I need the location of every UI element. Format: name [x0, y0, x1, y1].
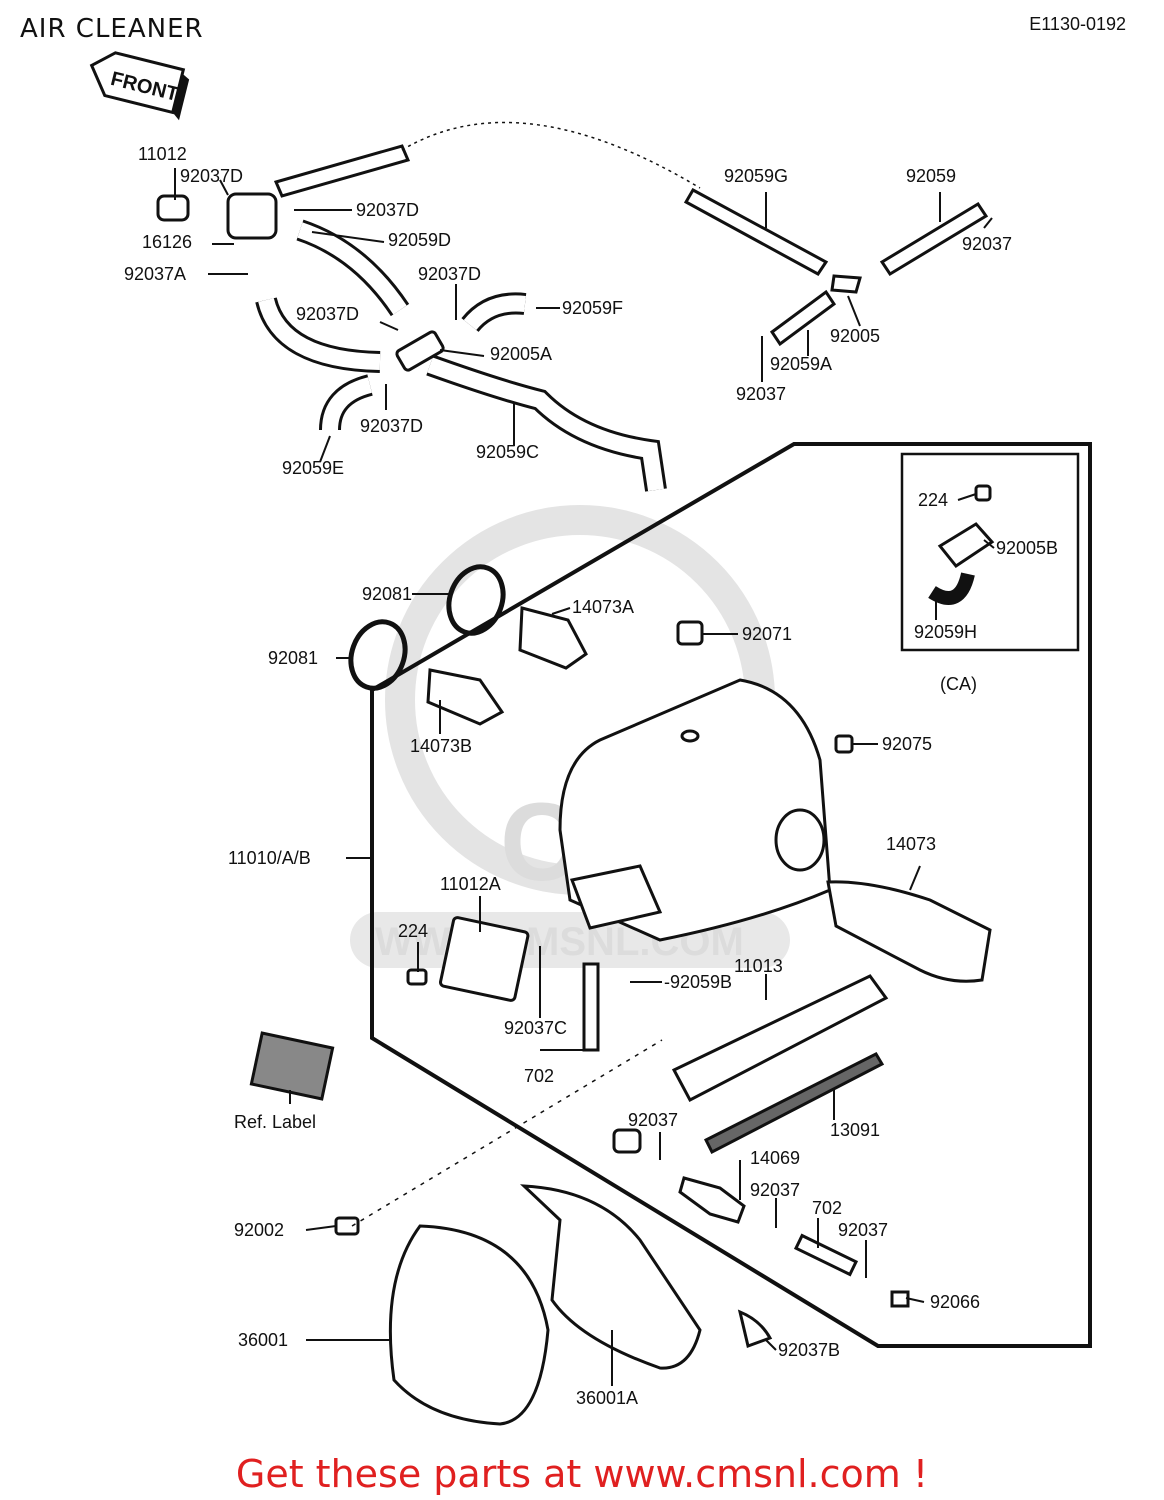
part-label: 92081	[268, 648, 318, 668]
part-label: 92037	[750, 1180, 800, 1200]
part-label: 92005	[830, 326, 880, 346]
filter-element	[249, 916, 889, 1155]
part-label: 14069	[750, 1148, 800, 1168]
diagram-title: AIR CLEANER	[20, 14, 204, 44]
part-label: 92059E	[282, 458, 344, 478]
part-label: 92059D	[388, 230, 451, 250]
part-label: 224	[918, 490, 948, 510]
part-label: 92037A	[124, 264, 186, 284]
part-label: 92037D	[180, 166, 243, 186]
part-label: 36001A	[576, 1388, 638, 1408]
part-label: 92037B	[778, 1340, 840, 1360]
inset-box-ca	[900, 452, 1080, 652]
part-label: 92066	[930, 1292, 980, 1312]
part-label: 92075	[882, 734, 932, 754]
small-fittings	[334, 620, 910, 1348]
part-label: 11010/A/B	[228, 848, 311, 868]
part-label: 92059	[906, 166, 956, 186]
leader-lines	[174, 168, 995, 1386]
drawing-code: E1130-0192	[1029, 14, 1126, 34]
part-label: 16126	[142, 232, 192, 252]
inset-label: (CA)	[940, 674, 977, 694]
air-box-body	[558, 678, 832, 942]
covers	[388, 1184, 702, 1426]
part-label: 92002	[234, 1220, 284, 1240]
part-label: 92037D	[356, 200, 419, 220]
part-label: 92005B	[996, 538, 1058, 558]
part-label: 92037	[736, 384, 786, 404]
part-label: 92037	[962, 234, 1012, 254]
part-label: 92037D	[360, 416, 423, 436]
part-label: 92071	[742, 624, 792, 644]
part-label: Ref. Label	[234, 1112, 316, 1132]
part-label: 224	[398, 921, 428, 941]
part-label: 11012	[138, 144, 187, 164]
hose-assembly	[156, 121, 989, 492]
part-label: 92037C	[504, 1018, 567, 1038]
part-label: 14073B	[410, 736, 472, 756]
part-label: 92059A	[770, 354, 832, 374]
part-label: 92037	[628, 1110, 678, 1130]
part-label: 702	[524, 1066, 554, 1086]
part-label: 11012A	[440, 874, 501, 894]
gasket-92081	[348, 564, 506, 691]
part-label: 92037D	[296, 304, 359, 324]
intake-boots	[426, 606, 992, 983]
part-label: 14073	[886, 834, 936, 854]
part-label: 92059C	[476, 442, 539, 462]
front-arrow-icon: FRONT	[89, 51, 190, 121]
footer-link-text[interactable]: Get these parts at www.cmsnl.com !	[235, 1452, 929, 1496]
part-label: 92059F	[562, 298, 623, 318]
part-label: 702	[812, 1198, 842, 1218]
part-label: 92059H	[914, 622, 977, 642]
part-label: 92037	[838, 1220, 888, 1240]
part-label: -92059B	[664, 972, 732, 992]
part-label: 11013	[734, 956, 783, 976]
part-label: 92059G	[724, 166, 788, 186]
part-label: 92037D	[418, 264, 481, 284]
part-label: 13091	[830, 1120, 880, 1140]
part-label: 36001	[238, 1330, 288, 1350]
part-label: 92005A	[490, 344, 552, 364]
part-label: 14073A	[572, 597, 634, 617]
part-label: 92081	[362, 584, 412, 604]
